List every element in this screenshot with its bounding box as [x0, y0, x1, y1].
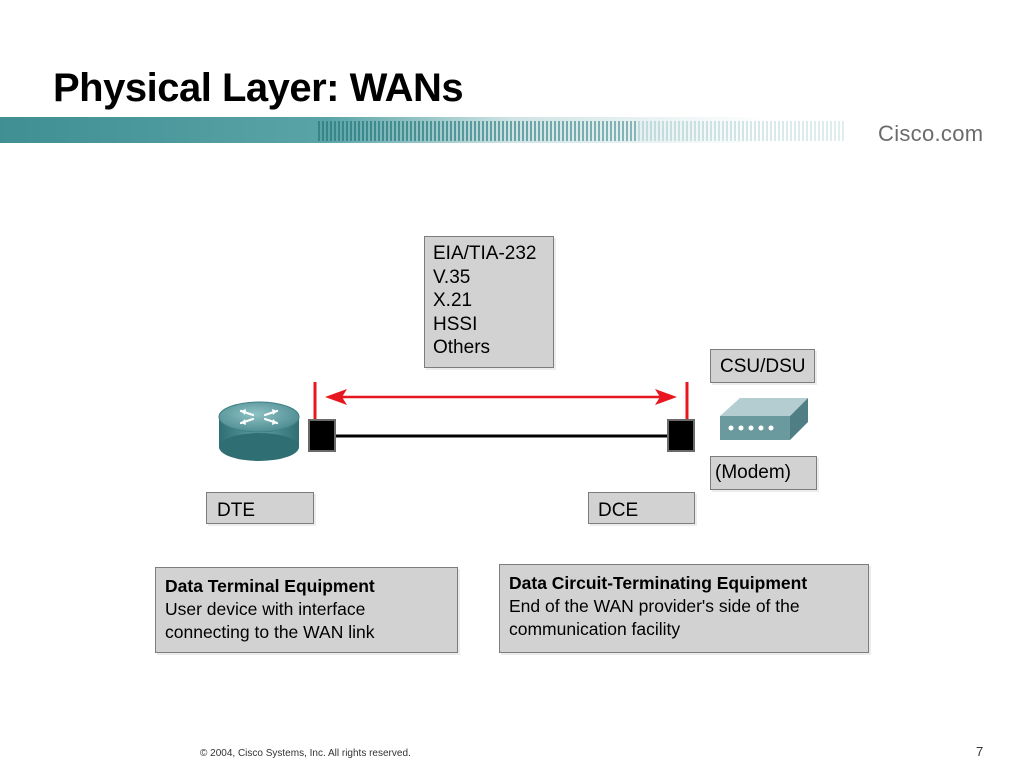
dce-connector — [667, 419, 695, 452]
interface-arrow-head-left — [325, 389, 347, 405]
standard-item: Others — [433, 337, 491, 358]
dte-description-text: User device with interface connecting to… — [165, 599, 375, 642]
standard-item: V.35 — [433, 266, 471, 288]
standard-item: X.21 — [433, 290, 473, 311]
csu-dsu-label: CSU/DSU — [710, 349, 815, 383]
dce-label: DCE — [588, 492, 695, 524]
copyright-footer: © 2004, Cisco Systems, Inc. All rights r… — [200, 748, 411, 759]
dte-connector — [308, 419, 336, 452]
standard-item: HSSI — [433, 313, 478, 335]
cisco-logo: Cisco.com — [878, 121, 984, 146]
router-icon — [218, 401, 300, 461]
title-banner — [0, 117, 1024, 143]
standard-item: EIA/TIA-232 — [433, 243, 537, 264]
dte-description-box: Data Terminal Equipment User device with… — [155, 567, 458, 653]
dce-description-text: End of the WAN provider's side of the co… — [509, 596, 800, 639]
interface-arrow-head-right — [655, 389, 677, 405]
dce-description-box: Data Circuit-Terminating Equipment End o… — [499, 564, 869, 653]
page-number: 7 — [976, 744, 984, 759]
modem-label: (Modem) — [710, 456, 817, 490]
csu-dsu-icon — [720, 398, 808, 440]
slide-title: Physical Layer: WANs — [53, 66, 464, 110]
wan-standards-list: EIA/TIA-232 V.35 X.21 HSSI Others — [424, 236, 554, 368]
dte-description-title: Data Terminal Equipment — [165, 576, 375, 596]
dte-label: DTE — [206, 492, 314, 524]
dce-description-title: Data Circuit-Terminating Equipment — [509, 573, 808, 593]
